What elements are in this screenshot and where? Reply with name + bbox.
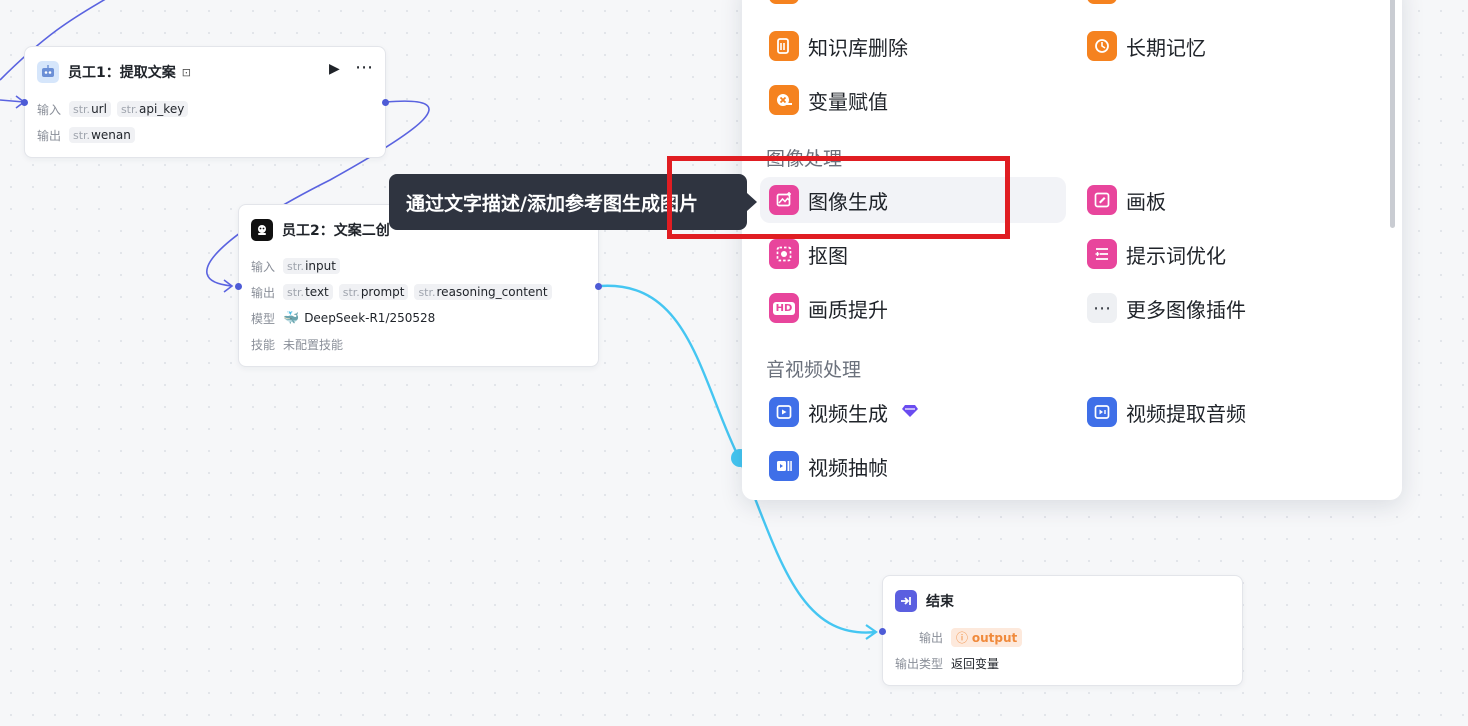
premium-diamond-icon: [902, 403, 918, 422]
output-var-text: str.text: [283, 284, 333, 300]
output-port[interactable]: [595, 283, 602, 290]
menu-item-image-generate[interactable]: 图像生成: [760, 177, 1066, 223]
top-partial-item-right[interactable]: [1078, 0, 1378, 12]
variable-icon: [769, 85, 799, 115]
tooltip: 通过文字描述/添加参考图生成图片: [389, 174, 747, 230]
edge-emp1-input: [0, 99, 25, 103]
panel-scrollbar[interactable]: [1390, 0, 1395, 228]
output-var-reasoning: str.reasoning_content: [414, 284, 552, 300]
model-label: 模型: [251, 311, 276, 326]
memory-icon: [1087, 31, 1117, 61]
item-label: 画质提升: [808, 297, 888, 322]
output-var-prompt: str.prompt: [338, 284, 409, 300]
section-av-processing: 音视频处理: [766, 359, 862, 381]
input-label: 输入: [37, 102, 62, 117]
skill-label: 技能: [251, 337, 276, 352]
output-label: 输出: [251, 285, 276, 300]
node-title: 结束: [926, 594, 954, 610]
video-audio-icon: [1087, 397, 1117, 427]
menu-item-long-memory[interactable]: 长期记忆: [1078, 23, 1378, 69]
partial-icon: [1087, 0, 1117, 4]
hd-glyph: HD: [772, 301, 796, 315]
item-label: 画板: [1126, 189, 1166, 214]
menu-item-more-image-plugins[interactable]: ⋯ 更多图像插件: [1078, 285, 1378, 331]
more-icon: ⋯: [1087, 293, 1117, 323]
item-label: 图像生成: [808, 189, 888, 214]
end-icon: [895, 590, 917, 612]
plugin-panel: 知识库删除 长期记忆 变量赋值 图像处理 图像生成 画板 抠图 提示: [742, 0, 1402, 500]
tooltip-text: 通过文字描述/添加参考图生成图片: [406, 192, 698, 215]
input-port[interactable]: [879, 628, 886, 635]
kb-delete-icon: [769, 31, 799, 61]
item-label: 视频提取音频: [1126, 401, 1246, 426]
output-var-wenan: str.wenan: [69, 127, 135, 143]
input-port[interactable]: [21, 99, 28, 106]
item-label: 更多图像插件: [1126, 297, 1246, 322]
prompt-optimize-icon: [1087, 239, 1117, 269]
output-var-warning: ⓘ output: [951, 627, 1023, 647]
node-end[interactable]: 结束 输出 ⓘ output 输出类型 返回变量: [879, 575, 1243, 686]
item-label: 变量赋值: [808, 89, 888, 114]
cutout-icon: [769, 239, 799, 269]
more-options-icon[interactable]: ⋯: [355, 57, 374, 78]
input-var-url: str.url: [69, 101, 111, 117]
menu-item-variable-assign[interactable]: 变量赋值: [760, 77, 1060, 123]
tooltip-arrow: [747, 193, 757, 211]
node-employee-2[interactable]: 员工2：文案二创 输入 str.input 输出 str.text str.pr…: [235, 204, 602, 367]
node-employee-1[interactable]: 员工1：提取文案 ⊡ ▶ ⋯ 输入 str.url str.api_key 输出…: [21, 46, 389, 158]
hd-icon: HD: [769, 293, 799, 323]
item-label: 长期记忆: [1126, 35, 1206, 60]
edge-start-to-emp1: [0, 0, 106, 81]
menu-item-kb-delete[interactable]: 知识库删除: [760, 23, 1060, 69]
input-label: 输入: [251, 259, 276, 274]
menu-item-cutout[interactable]: 抠图: [760, 231, 1060, 277]
output-label: 输出: [919, 630, 944, 645]
output-label: 输出: [37, 128, 62, 143]
item-label: 视频生成: [808, 401, 888, 426]
item-label: 知识库删除: [808, 35, 908, 60]
deepseek-icon: 🐳: [283, 310, 300, 326]
video-frame-icon: [769, 451, 799, 481]
image-generate-icon: [769, 185, 799, 215]
menu-item-prompt-optimize[interactable]: 提示词优化: [1078, 231, 1378, 277]
arrow-end-in: [865, 624, 878, 640]
skill-value: 未配置技能: [283, 337, 344, 352]
arrow-emp2-in: [223, 279, 234, 293]
save-icon[interactable]: ⊡: [181, 65, 191, 79]
node-title: 员工1：提取文案: [68, 65, 176, 81]
item-label: 抠图: [808, 243, 848, 268]
top-partial-item-left[interactable]: [760, 0, 1060, 12]
menu-item-video-extract-audio[interactable]: 视频提取音频: [1078, 389, 1378, 435]
node-title: 员工2：文案二创: [282, 223, 390, 239]
video-generate-icon: [769, 397, 799, 427]
output-type-value: 返回变量: [951, 656, 1000, 671]
menu-item-video-frame[interactable]: 视频抽帧: [760, 443, 1060, 489]
item-label: 提示词优化: [1126, 243, 1226, 268]
run-button[interactable]: ▶: [329, 61, 340, 77]
input-port[interactable]: [235, 283, 242, 290]
robot-avatar-icon: [37, 61, 59, 83]
menu-item-hd-upscale[interactable]: HD 画质提升: [760, 285, 1060, 331]
item-label: 视频抽帧: [808, 455, 888, 480]
output-port[interactable]: [382, 99, 389, 106]
partial-icon: [769, 0, 799, 4]
menu-item-video-generate[interactable]: 视频生成: [760, 389, 1060, 435]
menu-item-canvas[interactable]: 画板: [1078, 177, 1378, 223]
warning-icon: ⓘ: [956, 630, 972, 645]
model-name: DeepSeek-R1/250528: [304, 311, 436, 325]
edge-emp1-to-emp2: [206, 100, 430, 287]
canvas-icon: [1087, 185, 1117, 215]
input-var-api-key: str.api_key: [116, 101, 189, 117]
highlight-box: [667, 156, 1010, 239]
avatar-icon: [251, 219, 273, 241]
input-var-input: str.input: [283, 258, 340, 274]
output-type-label: 输出类型: [895, 656, 944, 671]
